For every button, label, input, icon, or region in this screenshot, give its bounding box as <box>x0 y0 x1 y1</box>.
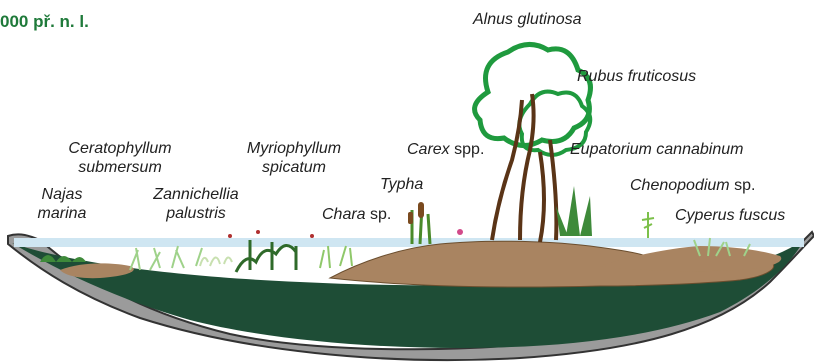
label-chenopodium-name: Chenopodium <box>630 177 730 194</box>
label-myriophyllum-line2: spicatum <box>232 158 356 177</box>
label-najas-line2: marina <box>30 204 94 223</box>
label-ceratophyllum-line1: Ceratophyllum <box>56 139 184 158</box>
label-carex: Carex spp. <box>407 140 484 159</box>
zannichellia-plant <box>200 257 232 266</box>
eupatorium-plant <box>556 186 592 236</box>
label-eupatorium-cannabinum: Eupatorium cannabinum <box>570 140 743 159</box>
mud-right <box>600 246 781 271</box>
label-carex-suffix: spp. <box>454 141 484 158</box>
label-zannichellia-palustris: Zannichellia palustris <box>140 185 252 223</box>
label-ceratophyllum-line2: submersum <box>56 158 184 177</box>
label-typha: Typha <box>380 175 423 194</box>
najas-marina-plant <box>40 255 86 262</box>
page-title: 000 př. n. l. <box>0 12 89 32</box>
label-chenopodium: Chenopodium sp. <box>630 176 755 195</box>
label-myriophyllum-spicatum: Myriophyllum spicatum <box>232 139 356 177</box>
label-alnus-glutinosa: Alnus glutinosa <box>473 10 582 29</box>
label-ceratophyllum-submersum: Ceratophyllum submersum <box>56 139 184 177</box>
label-cyperus-fuscus: Cyperus fuscus <box>675 206 785 225</box>
label-zannichellia-line1: Zannichellia <box>140 185 252 204</box>
chara-plant <box>320 246 352 268</box>
myriophyllum-plant <box>228 230 314 272</box>
typha-plant <box>408 202 463 244</box>
label-rubus-fruticosus: Rubus fruticosus <box>577 67 696 86</box>
chenopodium-plant <box>642 212 654 238</box>
label-chara-name: Chara <box>322 206 366 223</box>
label-najas-line1: Najas <box>30 185 94 204</box>
label-zannichellia-line2: palustris <box>140 204 252 223</box>
label-chenopodium-suffix: sp. <box>734 177 755 194</box>
label-chara: Chara sp. <box>322 205 391 224</box>
label-chara-suffix: sp. <box>370 206 391 223</box>
surface-water <box>14 238 804 247</box>
label-carex-name: Carex <box>407 141 450 158</box>
ceratophyllum-plant <box>130 246 202 270</box>
label-myriophyllum-line1: Myriophyllum <box>232 139 356 158</box>
label-najas-marina: Najas marina <box>30 185 94 223</box>
